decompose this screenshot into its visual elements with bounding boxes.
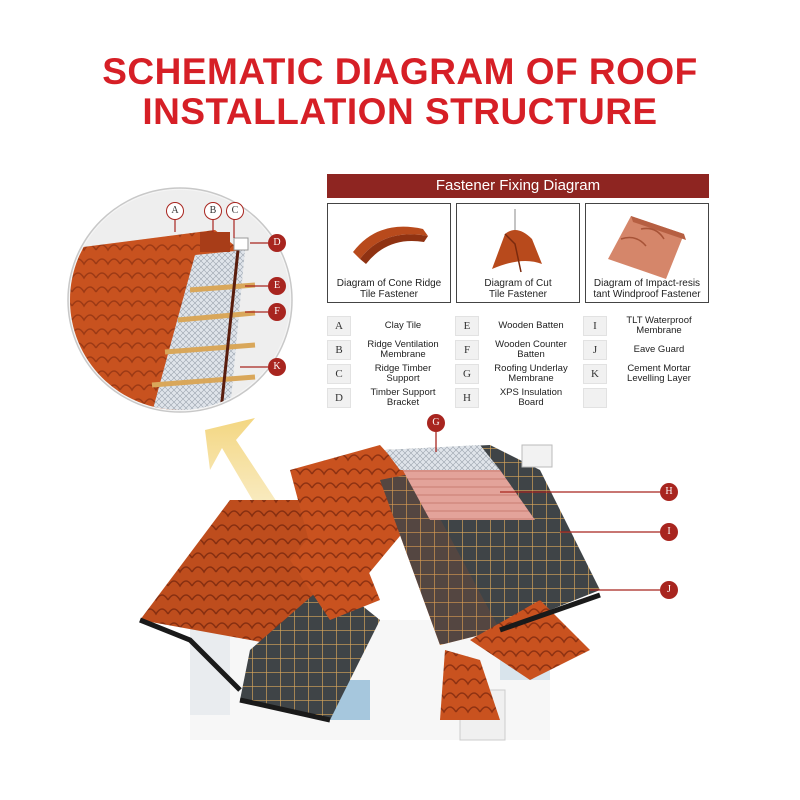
fastener-caption-3-line2: tant Windproof Fastener (586, 289, 708, 300)
legend-label-e: Wooden Batten (481, 316, 581, 336)
pin-c: C (226, 202, 244, 220)
fastener-caption-2-line2: Tile Fastener (457, 289, 579, 300)
fastener-caption-1-line2: Tile Fastener (328, 289, 450, 300)
fastener-windproof: Diagram of Impact-resis tant Windproof F… (585, 203, 709, 303)
pin-k: K (268, 358, 286, 376)
pin-d: D (268, 234, 286, 252)
fastener-caption-2-line1: Diagram of Cut (457, 278, 579, 289)
legend-letter-f: F (455, 340, 479, 360)
pin-e: E (268, 277, 286, 295)
legend-letter-g: G (455, 364, 479, 384)
pin-f: F (268, 303, 286, 321)
fastener-cone-ridge: Diagram of Cone Ridge Tile Fastener (327, 203, 451, 303)
fastener-header: Fastener Fixing Diagram (327, 174, 709, 198)
pin-h: H (660, 483, 678, 501)
legend-letter-h: H (455, 388, 479, 408)
fastener-caption-3-line1: Diagram of Impact-resis (586, 278, 708, 289)
fastener-cut-tile: Diagram of Cut Tile Fastener (456, 203, 580, 303)
legend-letter-d: D (327, 388, 351, 408)
legend-row: A Clay Tile E Wooden Batten I TLT Waterp… (327, 316, 709, 338)
legend-letter-k: K (583, 364, 607, 384)
pin-g: G (427, 414, 445, 432)
house (140, 445, 600, 740)
legend-letter-c: C (327, 364, 351, 384)
legend-letter-e: E (455, 316, 479, 336)
legend-label-a: Clay Tile (353, 316, 453, 336)
pin-b: B (204, 202, 222, 220)
legend-letter-b: B (327, 340, 351, 360)
legend-label-j: Eave Guard (609, 340, 709, 360)
pin-j: J (660, 581, 678, 599)
pin-i: I (660, 523, 678, 541)
pin-a: A (166, 202, 184, 220)
legend-letter-a: A (327, 316, 351, 336)
fastener-caption-1-line1: Diagram of Cone Ridge (328, 278, 450, 289)
legend-letter-j: J (583, 340, 607, 360)
legend-letter-i: I (583, 316, 607, 336)
